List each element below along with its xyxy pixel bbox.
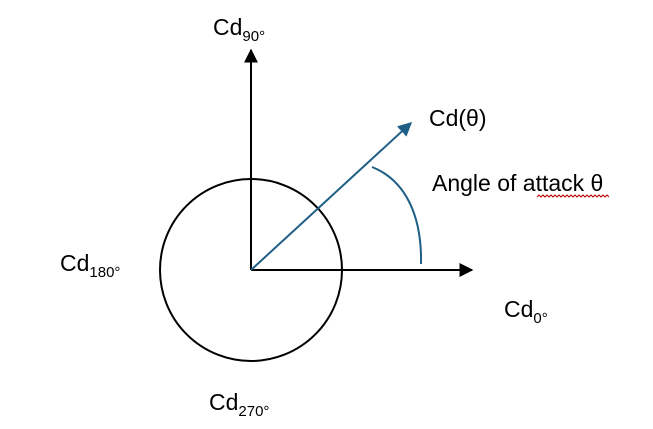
- label-cd-90: Cd90°: [213, 14, 265, 45]
- label-cd-270-sub: 270°: [238, 403, 269, 420]
- label-cd-0-base: Cd: [504, 296, 533, 322]
- label-cd-90-sub: 90°: [242, 28, 265, 45]
- label-cd-0-sub: 0°: [533, 310, 547, 327]
- label-cd-180-sub: 180°: [89, 264, 120, 281]
- cd-theta-vector: [250, 122, 413, 271]
- label-cd-270: Cd270°: [209, 389, 269, 420]
- label-angle-of-attack: Angle of attack θ: [432, 170, 603, 196]
- angle-of-attack-arc: [371, 166, 423, 265]
- label-cd-180: Cd180°: [60, 250, 120, 281]
- label-cd-0: Cd0°: [504, 296, 548, 327]
- label-cd-180-base: Cd: [60, 250, 89, 276]
- spellcheck-underline: [536, 194, 610, 198]
- label-cd-270-base: Cd: [209, 389, 238, 415]
- label-cd-theta: Cd(θ): [429, 105, 487, 131]
- label-cd-90-base: Cd: [213, 14, 242, 40]
